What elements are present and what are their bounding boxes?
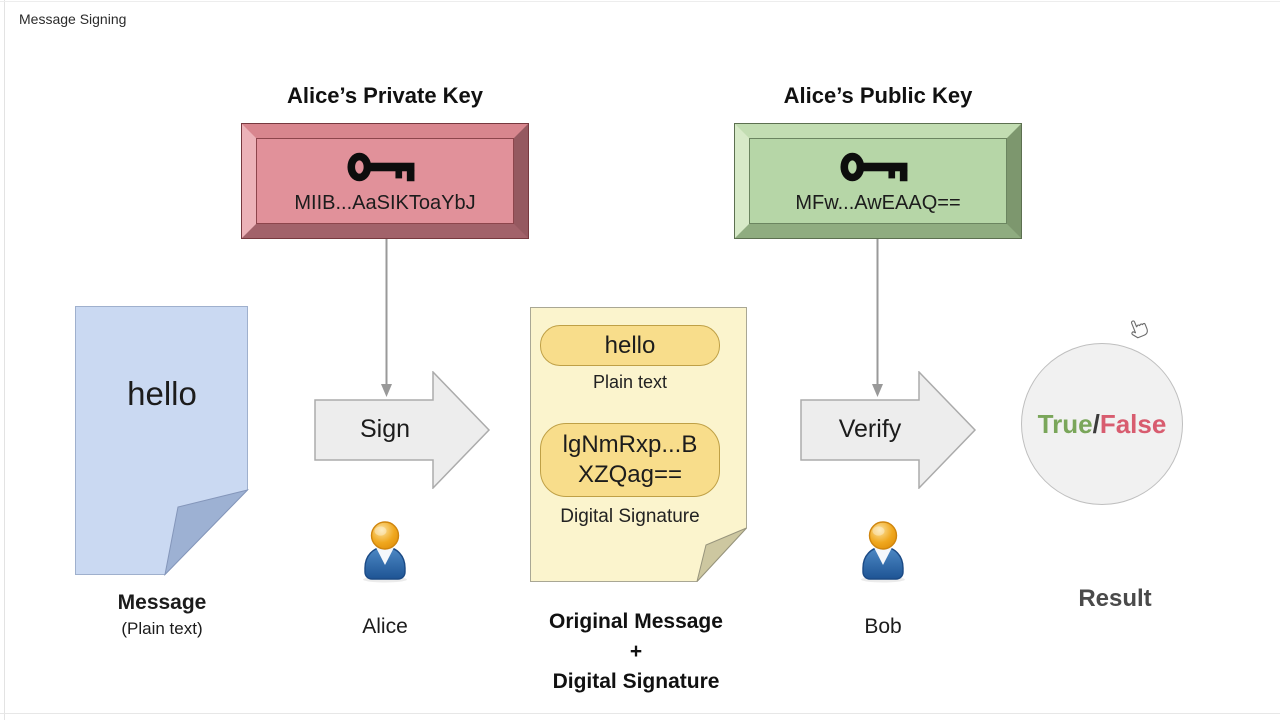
block-arrow-right-icon <box>314 371 491 489</box>
message-sublabel: (Plain text) <box>121 619 203 638</box>
private-key-title: Alice’s Private Key <box>286 83 484 108</box>
alice-label: Alice <box>362 615 408 638</box>
signature-label: Digital Signature <box>560 506 700 527</box>
page-title: Message Signing <box>19 11 127 27</box>
plain-text-label: Plain text <box>592 372 668 392</box>
signature-pill: lgNmRxp...B XZQag== <box>540 423 720 497</box>
key-icon <box>347 148 423 191</box>
arrow-down-icon <box>381 239 392 397</box>
caption-line3: Digital Signature <box>552 670 720 693</box>
public-key-box: MFw...AwEAAQ== <box>734 123 1022 239</box>
caption-line1: Original Message <box>549 610 723 633</box>
result-true-text: True <box>1037 408 1093 439</box>
cursor-hand-icon <box>1130 320 1148 339</box>
message-content: hello <box>127 375 197 412</box>
result-circle: True/False <box>1021 343 1183 505</box>
private-key-box: MIIB...AaSIKToaYbJ <box>241 123 529 239</box>
key-icon <box>840 148 916 191</box>
public-key-title: Alice’s Public Key <box>783 83 973 108</box>
person-icon <box>363 521 407 583</box>
person-icon <box>861 521 905 583</box>
plain-text-pill: hello <box>540 325 720 366</box>
result-label: Result <box>1078 585 1152 612</box>
sign-arrow-label: Sign <box>359 415 411 443</box>
frame-top-line <box>0 1 1280 2</box>
frame-left-line <box>4 0 5 720</box>
signature-value-line2: XZQag== <box>577 461 683 488</box>
plain-text-value: hello <box>604 331 656 359</box>
caption-line2: + <box>629 640 643 663</box>
signature-value-line1: lgNmRxp...B <box>562 431 698 458</box>
verify-arrow-label: Verify <box>838 415 902 443</box>
frame-bottom-line <box>0 713 1280 714</box>
message-document <box>75 306 249 576</box>
result-slash: / <box>1092 408 1100 439</box>
bob-label: Bob <box>864 615 902 638</box>
arrow-down-icon <box>872 239 883 397</box>
block-arrow-right-icon <box>800 371 977 489</box>
public-key-value: MFw...AwEAAQ== <box>795 191 961 214</box>
private-key-value: MIIB...AaSIKToaYbJ <box>294 191 476 214</box>
signed-document-caption: Original Message + Digital Signature <box>510 607 762 697</box>
message-label: Message <box>117 591 207 614</box>
result-false-text: False <box>1099 408 1167 439</box>
